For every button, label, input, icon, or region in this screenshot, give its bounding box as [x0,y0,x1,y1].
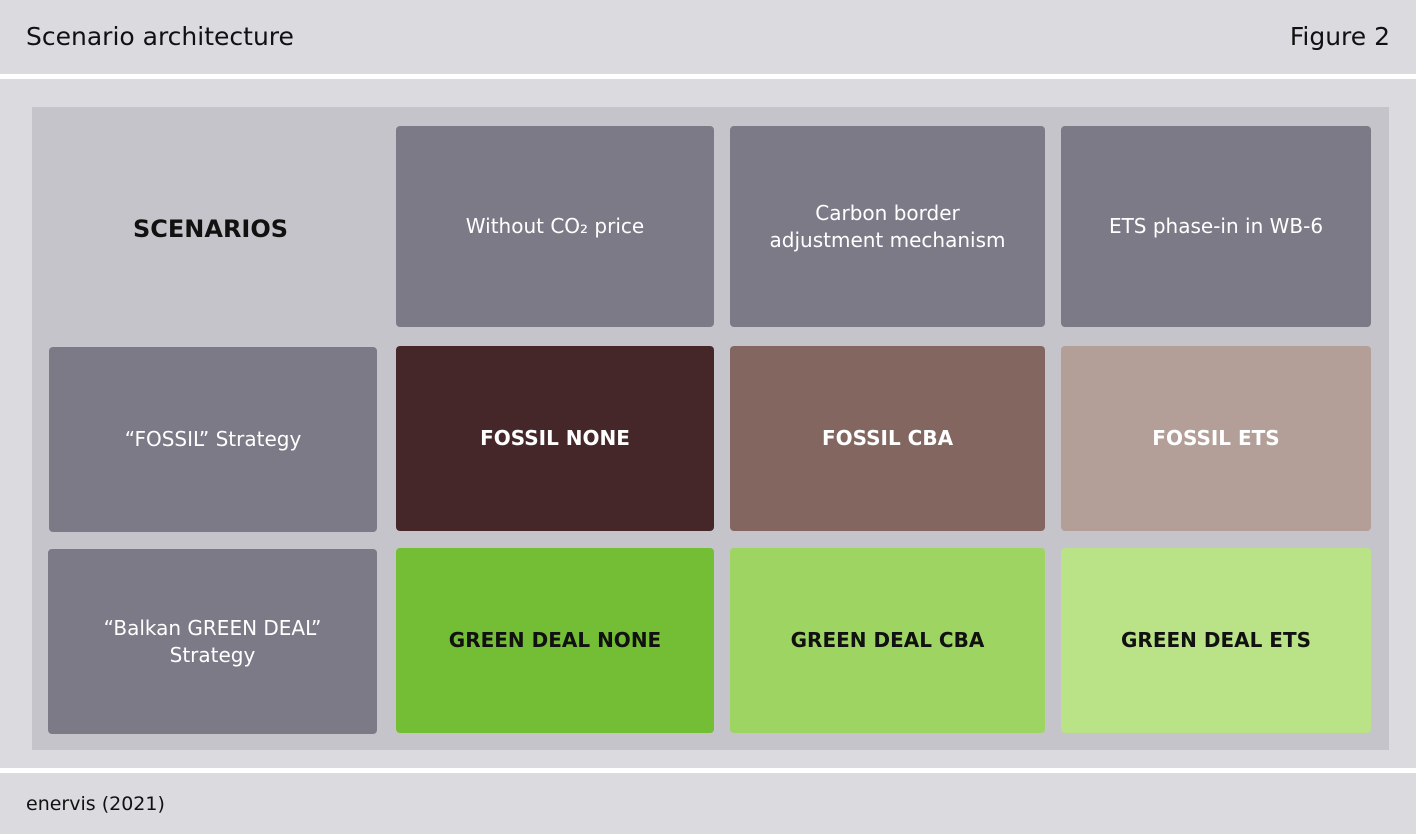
footer-divider [0,768,1416,773]
page-title: Scenario architecture [26,22,294,51]
header-divider [0,74,1416,79]
row-header-green-deal: “Balkan GREEN DEAL” Strategy [48,549,377,734]
row-header-fossil: “FOSSIL” Strategy [49,347,377,532]
column-header-label: Without CO₂ price [465,214,645,238]
column-header-label: Carbon border adjustment mechanism [769,200,1006,252]
cell-green-deal-cba: GREEN DEAL CBA [730,548,1045,733]
cell-fossil-none: FOSSIL NONE [396,346,714,531]
header-bar: Scenario architecture Figure 2 [0,0,1416,74]
row-header-label: “Balkan GREEN DEAL” Strategy [103,615,322,667]
source-note: enervis (2021) [26,793,165,815]
column-header-ets-phase-in: ETS phase-in in WB-6 [1061,126,1371,327]
row-header-label: “FOSSIL” Strategy [124,427,302,451]
cell-fossil-cba: FOSSIL CBA [730,346,1045,531]
cell-fossil-ets: FOSSIL ETS [1061,346,1371,531]
column-header-cbam: Carbon border adjustment mechanism [730,126,1045,327]
cell-green-deal-ets: GREEN DEAL ETS [1061,548,1371,733]
cell-green-deal-none: GREEN DEAL NONE [396,548,714,733]
column-header-no-co2-price: Without CO₂ price [396,126,714,327]
figure-label: Figure 2 [1289,22,1390,51]
column-header-label: ETS phase-in in WB-6 [1108,214,1324,238]
matrix-corner-label: SCENARIOS [133,215,289,243]
